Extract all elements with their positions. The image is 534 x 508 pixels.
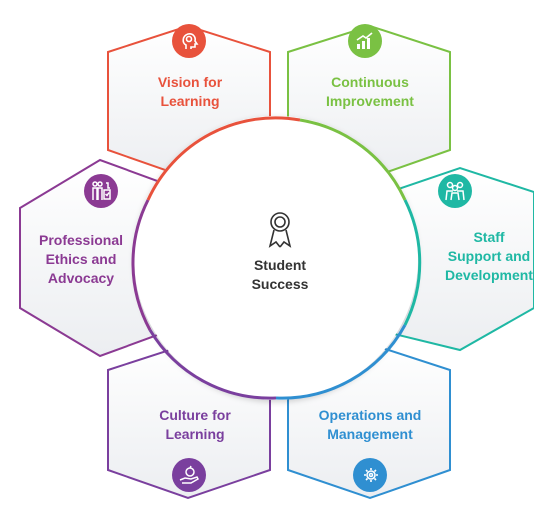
segment-label-operations: Operations and Management [318, 407, 422, 442]
segment-label-vision: Vision for Learning [157, 74, 223, 109]
center-circle-shadow [134, 116, 418, 400]
apple-hand-icon [172, 458, 206, 492]
people-checklist-icon [84, 174, 118, 208]
center-title: Student Success [251, 257, 309, 292]
award-ribbon-icon [268, 212, 292, 248]
center-ring-top-arc [146, 116, 301, 201]
center-ring-bottomleft-arc [148, 329, 277, 400]
center-ring-bottomright-arc [275, 324, 407, 400]
center-ring-topright-arc [299, 118, 407, 201]
gear-head-icon [353, 458, 387, 492]
head-lightbulb-icon [172, 24, 206, 58]
team-people-icon [438, 174, 472, 208]
growth-chart-icon [348, 24, 382, 58]
center-ring-left-arc [131, 199, 152, 331]
segment-label-continuous: Continuous Improvement [326, 74, 414, 109]
center-ring-right-arc [403, 199, 422, 326]
segment-label-culture: Culture for Learning [159, 407, 231, 442]
segment-label-staff: Staff Support and Development [445, 229, 533, 283]
segment-label-ethics: Professional Ethics and Advocacy [38, 232, 124, 286]
